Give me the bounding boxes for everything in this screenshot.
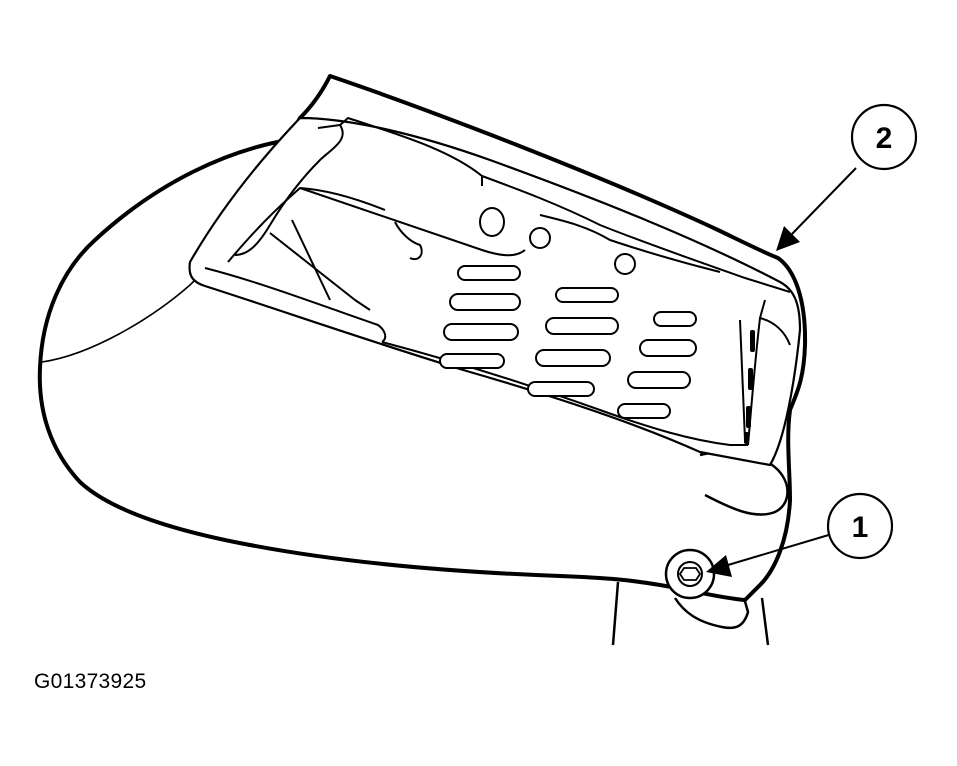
callout-1-leader [706,533,833,577]
figure-id: G01373925 [34,670,147,693]
bolt-icon [664,548,716,600]
callout-2: 2 [850,103,918,171]
seat-pan-inner [204,117,791,446]
pan-holes [479,207,636,275]
callout-1: 1 [826,492,894,560]
seat-riser [611,581,770,646]
bolster-contour [41,269,206,363]
spring-slots [439,265,697,419]
callout-2-number: 2 [876,122,893,155]
callout-1-number: 1 [852,511,869,544]
callout-2-leader [776,167,857,251]
side-slots [744,330,755,444]
